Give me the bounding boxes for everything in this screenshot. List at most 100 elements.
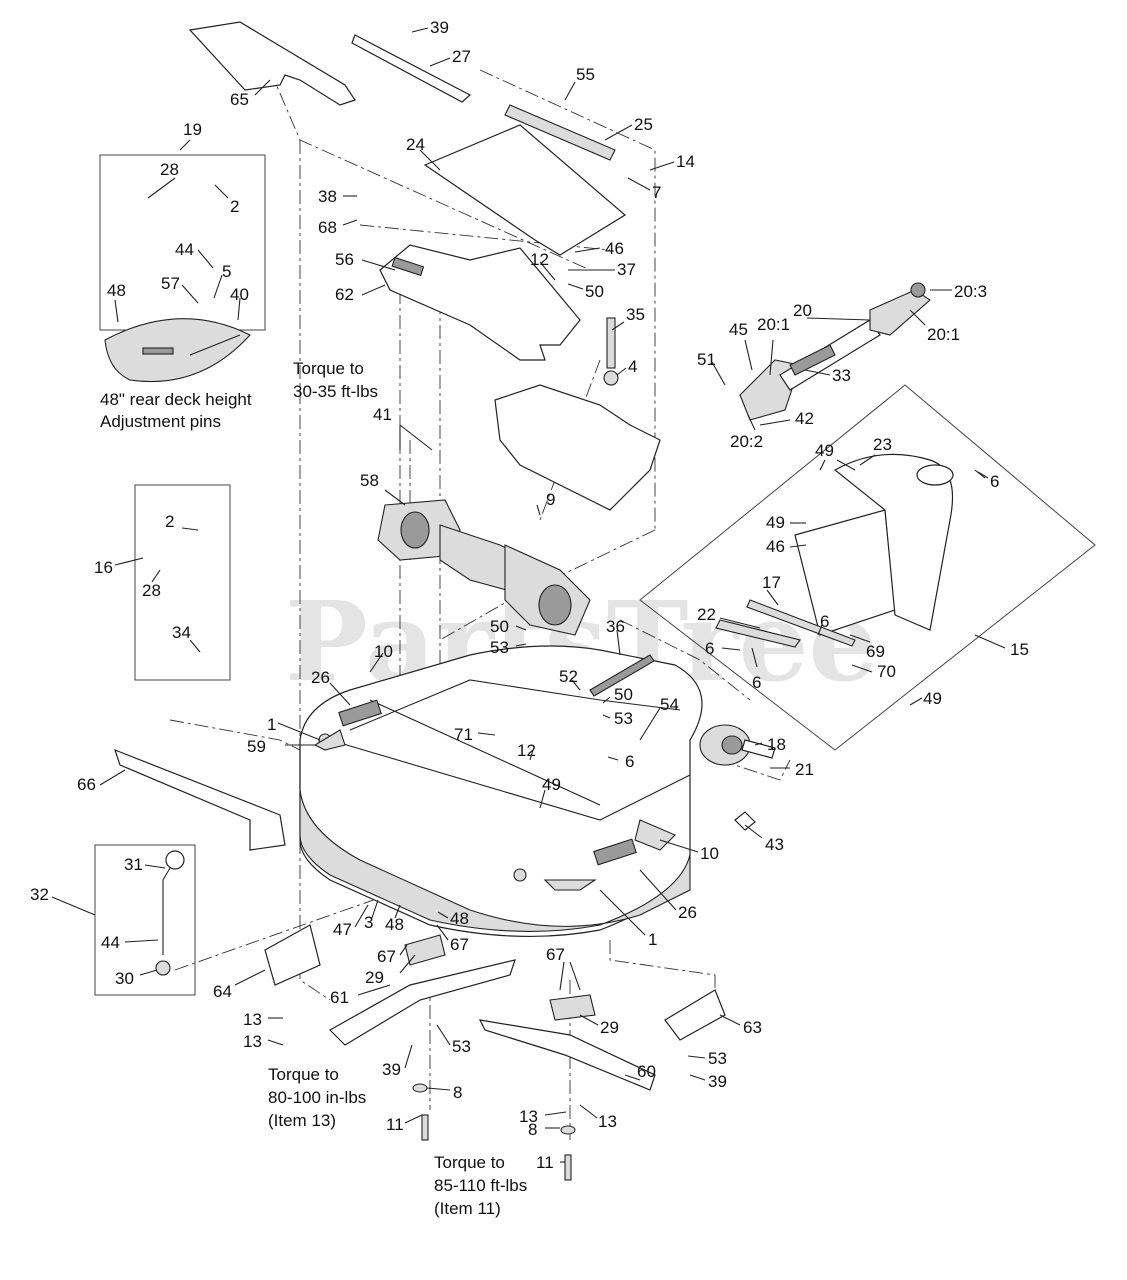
blade-61 xyxy=(329,934,516,1046)
callout: 56 xyxy=(335,250,354,269)
callout: 68 xyxy=(318,218,337,237)
bolt-11-left xyxy=(421,1114,429,1141)
callout: 2 xyxy=(165,512,174,531)
callout: 45 xyxy=(729,320,748,339)
callout: 8 xyxy=(453,1083,462,1102)
callout: 6 xyxy=(625,752,634,771)
callout: 5 xyxy=(222,262,231,281)
callout: 66 xyxy=(77,775,96,794)
bracket-assembly xyxy=(494,384,661,511)
callout: 26 xyxy=(678,903,697,922)
note-torque-blade-line1: Torque to xyxy=(268,1065,339,1084)
callout: 71 xyxy=(454,725,473,744)
callout: 65 xyxy=(230,90,249,109)
callout: 10 xyxy=(700,844,719,863)
pto-shaft-20 xyxy=(739,282,931,421)
callout: 14 xyxy=(676,152,695,171)
callout: 4 xyxy=(628,357,637,376)
callout: 47 xyxy=(333,920,352,939)
callout: 61 xyxy=(330,988,349,1007)
callout: 19 xyxy=(183,120,202,139)
note-torque-bolt-line1: Torque to xyxy=(434,1153,505,1172)
callout: 6 xyxy=(752,673,761,692)
baffle-66 xyxy=(114,748,286,851)
mower-deck xyxy=(299,645,703,938)
callout: 1 xyxy=(267,715,276,734)
callout: 31 xyxy=(124,855,143,874)
callout: 53 xyxy=(490,638,509,657)
callout: 38 xyxy=(318,187,337,206)
note-torque-bolt-line2: 85-110 ft-lbs xyxy=(434,1176,527,1195)
callout: 28 xyxy=(142,581,161,600)
callout: 59 xyxy=(247,737,266,756)
washer-8-left xyxy=(412,1083,428,1093)
callout: 34 xyxy=(172,623,191,642)
callout: 67 xyxy=(377,947,396,966)
callout: 29 xyxy=(600,1018,619,1037)
callout: 67 xyxy=(546,945,565,964)
callout: 43 xyxy=(765,835,784,854)
callout: 6 xyxy=(990,472,999,491)
main-cover-62 xyxy=(379,244,581,361)
lift-hook-box xyxy=(94,844,196,996)
callout: 50 xyxy=(585,282,604,301)
callout: 32 xyxy=(30,885,49,904)
callout: 46 xyxy=(766,537,785,556)
callout: 12 xyxy=(517,741,536,760)
callout: 15 xyxy=(1010,640,1029,659)
leader-lines xyxy=(51,27,1006,1163)
note-torque-top-line1: Torque to xyxy=(293,359,364,378)
top-cover-65 xyxy=(188,21,356,106)
callout: 18 xyxy=(767,735,786,754)
callout: 36 xyxy=(606,617,625,636)
callout: 37 xyxy=(617,260,636,279)
note-torque-blade-line2: 80-100 in-lbs xyxy=(268,1088,366,1107)
note-rear-deck-line1: 48" rear deck height xyxy=(100,390,252,409)
callout: 27 xyxy=(452,47,471,66)
callout: 48 xyxy=(385,915,404,934)
callout: 49 xyxy=(815,441,834,460)
callout: 13 xyxy=(598,1112,617,1131)
lift-hook-31 xyxy=(155,850,185,976)
callout: 6 xyxy=(705,639,714,658)
callout: 33 xyxy=(832,366,851,385)
callout: 57 xyxy=(161,274,180,293)
callout: 2 xyxy=(230,197,239,216)
callout: 53 xyxy=(708,1049,727,1068)
callout: 41 xyxy=(373,405,392,424)
gearbox-58 xyxy=(377,499,591,636)
blade-60 xyxy=(478,994,656,1091)
callout: 24 xyxy=(406,135,425,154)
callout: 49 xyxy=(923,689,942,708)
callout: 39 xyxy=(382,1060,401,1079)
bolt-43 xyxy=(734,811,756,831)
callout: 23 xyxy=(873,435,892,454)
discharge-chute-box xyxy=(639,384,1096,751)
callout: 44 xyxy=(175,240,194,259)
callout: 29 xyxy=(365,968,384,987)
callout: 3 xyxy=(364,913,373,932)
callout: 7 xyxy=(652,183,661,202)
callout: 69 xyxy=(866,642,885,661)
callout: 22 xyxy=(697,605,716,624)
callout: 62 xyxy=(335,285,354,304)
callout: 52 xyxy=(559,667,578,686)
skid-64 xyxy=(264,924,321,986)
callout: 48 xyxy=(450,909,469,928)
callout: 49 xyxy=(542,775,561,794)
front-pins-box xyxy=(134,484,231,681)
callout: 12 xyxy=(530,250,549,269)
plate-24 xyxy=(423,124,627,256)
callout: 20:1 xyxy=(757,315,790,334)
callout: 54 xyxy=(660,695,679,714)
callout: 40 xyxy=(230,285,249,304)
shaft-35 xyxy=(606,317,616,369)
strip-17 xyxy=(746,599,856,647)
callout: 11 xyxy=(386,1115,404,1134)
callout: 17 xyxy=(762,573,781,592)
callout: 13 xyxy=(243,1010,262,1029)
callout: 20:2 xyxy=(730,432,763,451)
callout: 42 xyxy=(795,409,814,428)
callouts: 39 27 65 55 25 24 14 7 19 28 2 38 68 46 … xyxy=(30,18,1029,1172)
callout: 9 xyxy=(546,490,555,509)
